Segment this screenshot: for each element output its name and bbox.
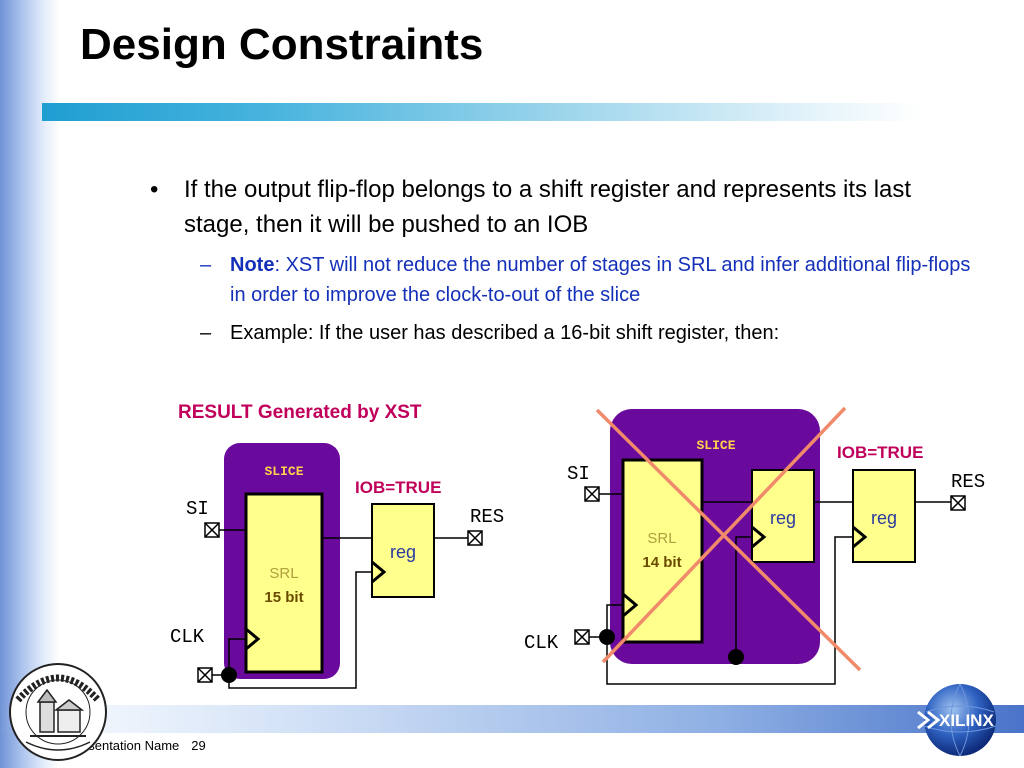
right-si-label: SI	[567, 463, 590, 485]
left-res-label: RES	[470, 506, 504, 528]
left-gradient-decoration	[0, 0, 60, 768]
left-slice-label: SLICE	[264, 464, 303, 479]
left-srl-clock-icon	[245, 627, 261, 651]
right-reg1-label: reg	[770, 508, 796, 528]
university-seal-logo	[9, 663, 107, 761]
right-reg2-label: reg	[871, 508, 897, 528]
right-res-label: RES	[951, 471, 985, 493]
right-slice-label: SLICE	[696, 438, 735, 453]
right-res-pin-icon	[950, 495, 966, 511]
slide-title: Design Constraints	[80, 20, 484, 69]
right-srl-label: SRL	[647, 530, 676, 547]
sub-bullet-note: – Note: XST will not reduce the number o…	[200, 250, 990, 310]
left-reg-clock-icon	[371, 560, 387, 584]
right-clk-pin-icon	[574, 629, 590, 645]
bullet-item: • If the output flip-flop belongs to a s…	[150, 172, 970, 242]
page-number: 29	[191, 738, 206, 753]
left-iob-label: IOB=TRUE	[355, 478, 441, 497]
title-underline-bar	[42, 103, 922, 121]
right-reg2-clock-icon	[852, 525, 868, 549]
right-si-pin-icon	[584, 486, 600, 502]
note-label: Note	[230, 254, 275, 276]
right-srl-bits: 14 bit	[642, 554, 681, 571]
xilinx-brand-text: XILINX	[939, 711, 994, 730]
left-reg-label: reg	[390, 542, 416, 562]
left-srl-block	[244, 492, 324, 674]
right-srl-clock-icon	[622, 592, 639, 618]
left-clk-pin-icon	[197, 667, 213, 683]
left-si-pin-icon	[204, 522, 220, 538]
result-caption: RESULT Generated by XST	[178, 402, 422, 423]
left-srl-bits: 15 bit	[264, 589, 303, 606]
left-si-label: SI	[186, 498, 209, 520]
right-reg1-block	[751, 469, 815, 563]
right-reg1-clock-icon	[751, 525, 767, 549]
example-text: Example: If the user has described a 16-…	[230, 322, 780, 344]
right-clk-label: CLK	[524, 632, 559, 654]
right-srl-block	[621, 458, 704, 644]
left-srl-label: SRL	[269, 565, 298, 582]
sub-bullet-example: – Example: If the user has described a 1…	[200, 318, 990, 348]
bullet-text: If the output flip-flop belongs to a shi…	[184, 176, 912, 238]
sub-bullet-dash: –	[200, 254, 212, 276]
left-res-pin-icon	[467, 530, 483, 546]
left-diagram: SLICE SRL 15 bit IOB=TRUE reg SI RES CLK	[170, 443, 504, 689]
footer-bar	[0, 705, 1024, 733]
xilinx-logo: XILINX	[917, 683, 997, 757]
left-clk-label: CLK	[170, 626, 205, 648]
cross-out-icon	[595, 406, 862, 672]
right-iob-label: IOB=TRUE	[837, 443, 923, 462]
left-reg-block	[371, 503, 435, 598]
sub-bullet-dash: –	[200, 322, 212, 344]
right-reg2-block	[852, 469, 916, 563]
bullet-dot: •	[150, 176, 159, 203]
note-text: : XST will not reduce the number of stag…	[230, 254, 971, 306]
right-diagram: SLICE SRL 14 bit reg IOB=TRUE reg SI RES…	[524, 406, 985, 685]
